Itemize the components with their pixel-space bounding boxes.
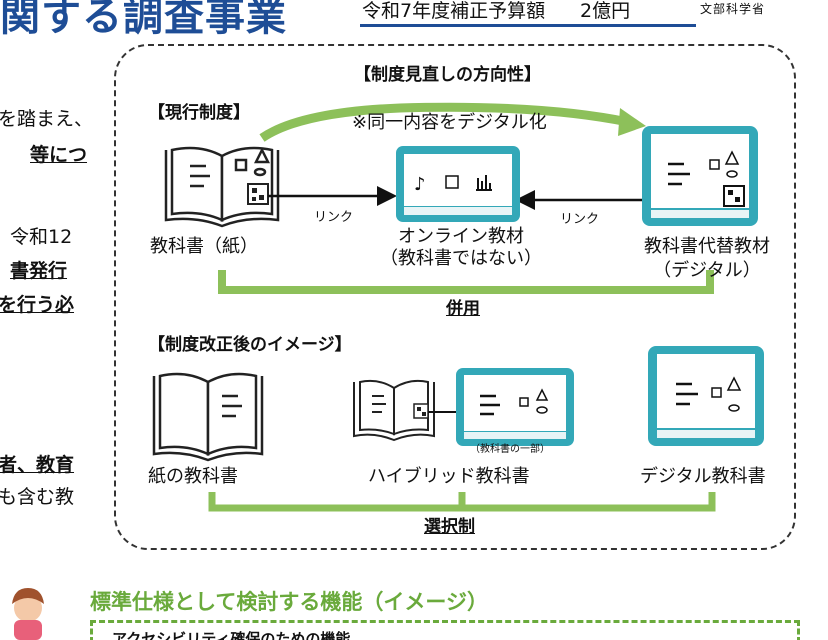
combined-use-label: 併用 [446,299,480,319]
paper-textbook-label: 紙の教科書 [148,466,238,487]
online-material-label: オンライン教材 [398,226,524,247]
online-material-tablet-icon: ♪ [396,146,520,222]
selection-system-label: 選択制 [424,517,475,537]
diagram-title: 【制度見直しの方向性】 [354,65,541,85]
ministry-name: 文部科学省 [700,2,766,16]
reformed-system-heading: 【制度改正後のイメージ】 [148,335,352,355]
digital-textbook-tablet-icon [648,346,764,446]
digitize-note: ※同一内容をデジタル化 [352,112,547,133]
body-text-line: も含む教 [0,486,75,508]
header-underline [360,24,696,27]
body-text-line: を踏まえ、 [0,108,94,130]
hybrid-textbook-label: ハイブリッド教科書 [368,466,530,487]
digital-textbook-label: デジタル教科書 [640,466,766,487]
paper-textbook-icon [164,146,280,228]
body-text-line: 者、教育 [0,454,75,476]
policy-diagram-frame [114,44,796,550]
hybrid-tablet-icon [456,368,574,446]
hybrid-book-icon [353,379,435,442]
selection-bracket [208,492,716,512]
svg-text:♪: ♪ [414,174,426,195]
person-icon [12,588,44,640]
link-label: リンク [560,212,600,227]
feature-box [90,620,800,640]
substitute-material-note: （デジタル） [653,260,761,281]
combined-use-bracket [218,270,714,294]
section-title: 標準仕様として検討する機能（イメージ） [90,590,488,614]
body-text-line: 令和12 [10,226,73,248]
paper-textbook-icon [152,372,264,462]
body-text-line: を行う必 [0,294,75,316]
online-material-note: （教科書ではない） [380,248,542,269]
current-system-heading: 【現行制度】 [148,103,250,123]
part-of-textbook-note: （教科書の一部） [470,444,550,455]
page-title: 関する調査事業 [0,0,287,40]
budget-label: 令和7年度補正予算額 [362,0,546,22]
digitize-arrow [259,102,646,142]
body-text-line: 書発行 [10,260,68,282]
link-label: リンク [314,210,354,225]
body-text-line: 等につ [30,144,88,166]
budget-amount: 2億円 [580,0,631,22]
substitute-material-label: 教科書代替教材 [644,236,770,257]
feature-item: アクセシビリティ確保のための機能 [112,630,351,640]
paper-textbook-label: 教科書（紙） [150,236,258,257]
substitute-material-tablet-icon [642,126,758,226]
